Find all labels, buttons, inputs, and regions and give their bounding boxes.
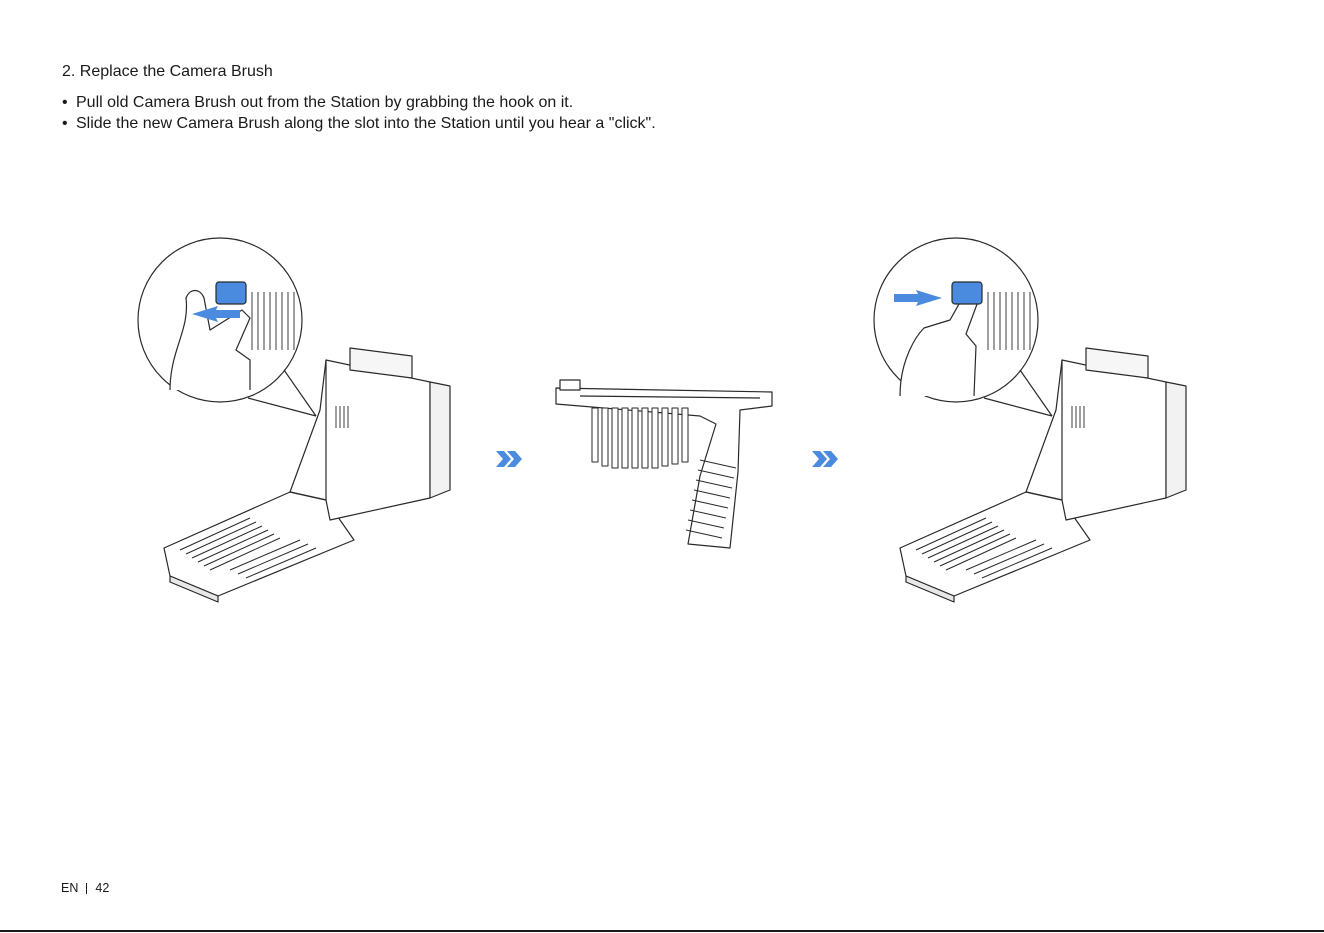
- step-text: Slide the new Camera Brush along the slo…: [76, 115, 656, 132]
- list-item: •Pull old Camera Brush out from the Stat…: [62, 92, 656, 113]
- step-text: Pull old Camera Brush out from the Stati…: [76, 94, 573, 111]
- station-remove-brush-illustration: [130, 210, 470, 610]
- page-footer: EN 42: [61, 881, 109, 895]
- instruction-list: •Pull old Camera Brush out from the Stat…: [62, 92, 656, 134]
- next-step-chevron-icon: [494, 449, 524, 469]
- station-insert-brush-illustration: [866, 210, 1206, 610]
- page-number: 42: [95, 881, 109, 895]
- footer-divider: [86, 883, 87, 894]
- next-step-chevron-icon: [810, 449, 840, 469]
- bullet: •: [62, 92, 76, 113]
- list-item: •Slide the new Camera Brush along the sl…: [62, 113, 656, 134]
- bullet: •: [62, 113, 76, 134]
- language-label: EN: [61, 881, 78, 895]
- section-heading: 2. Replace the Camera Brush: [62, 62, 273, 82]
- camera-brush-illustration: [550, 376, 780, 552]
- bottom-rule: [0, 930, 1324, 932]
